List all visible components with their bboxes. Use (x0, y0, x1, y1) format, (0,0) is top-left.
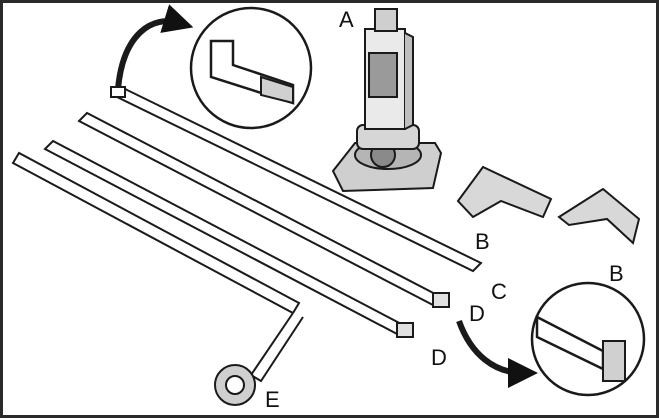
bracket-left (456, 165, 553, 219)
arrow-to-detail-bottom (456, 319, 538, 388)
diagram-artwork (11, 4, 646, 406)
detail-magnifier-top (189, 6, 313, 130)
bracket-right (557, 187, 641, 245)
label-d-lower: D (431, 345, 447, 370)
car-jack (331, 8, 443, 193)
label-d-upper: D (469, 301, 485, 326)
arrow-to-detail-top (115, 4, 194, 90)
lug-wrench (11, 151, 304, 406)
label-b-right: B (609, 261, 624, 286)
detail-magnifier-bottom (530, 281, 646, 397)
bar-d-upper (77, 111, 450, 308)
label-a: A (339, 7, 354, 32)
bar-d-lower (43, 139, 414, 338)
label-c: C (491, 279, 507, 304)
label-e: E (265, 387, 280, 412)
bar-c (110, 85, 483, 273)
label-b-left: B (475, 229, 490, 254)
